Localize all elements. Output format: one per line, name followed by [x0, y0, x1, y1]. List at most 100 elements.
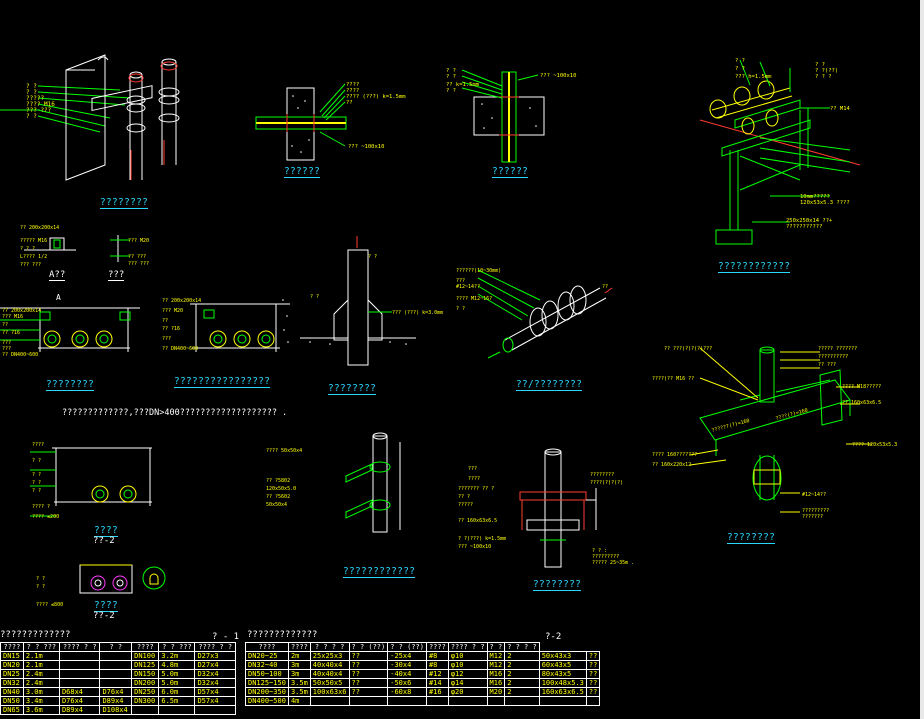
svg-text:??? ???: ??? ??? — [20, 262, 41, 268]
svg-text:????? 25~35m .: ????? 25~35m . — [592, 560, 634, 566]
caption-detail-a: A?? — [49, 270, 66, 281]
table-left-title: ????????????? — [0, 630, 71, 640]
svg-text:???? M18?????: ???? M18????? — [842, 384, 881, 390]
table-cell: ?? — [585, 651, 601, 661]
table-cell: 40x40x4 — [309, 669, 350, 679]
table-cell — [58, 678, 101, 688]
table-cell: D89x4 — [99, 696, 133, 706]
caption-base-support: ???????? — [727, 532, 776, 544]
svg-text:????(?)=160: ????(?)=160 — [775, 408, 809, 422]
svg-text:? ?: ? ? — [26, 89, 37, 96]
table-cell: DN125~150 — [245, 678, 289, 688]
table-cell: 2 — [504, 669, 540, 679]
table-cell: #8 — [425, 651, 449, 661]
table-cell: 60x43x5 — [538, 660, 587, 670]
svg-text:??: ?? — [2, 322, 8, 328]
wall-penetration-detail: ???????????? (???) k=1.5mm ????? ~100x10 — [255, 82, 406, 161]
svg-text:?? DN400~600: ?? DN400~600 — [2, 352, 38, 358]
caption-support-row-2: ???????????????? — [174, 376, 271, 388]
svg-text:? ?: ? ? — [32, 480, 41, 486]
svg-text:??? M20: ??? M20 — [162, 308, 183, 314]
table-cell: ?? — [585, 669, 601, 679]
caption-type-2: ???? — [94, 600, 119, 612]
table-cell — [309, 696, 350, 706]
table-cell: 100x48x5.3 — [538, 678, 587, 688]
table-header-cell: ???? — [425, 642, 449, 652]
table-cell: 3.6m — [22, 705, 60, 715]
svg-text:??? M20: ??? M20 — [128, 238, 149, 244]
svg-text:??? ~100x10: ??? ~100x10 — [540, 73, 576, 79]
table-cell: -50x6 — [387, 678, 427, 688]
table-cell: DN125 — [131, 660, 160, 670]
table-cell — [425, 696, 449, 706]
svg-text:?? 200x200x14: ?? 200x200x14 — [2, 308, 41, 314]
table-header-cell: ? ? ??? — [22, 642, 60, 652]
caption-floor-penetration: ?????? — [492, 166, 529, 178]
svg-text:???? ≤200: ???? ≤200 — [32, 514, 59, 520]
table-cell — [504, 696, 540, 706]
caption-insulation: ??/???????? — [516, 379, 583, 391]
table-cell: DN20~25 — [245, 651, 289, 661]
svg-text:??? ???: ??? ??? — [26, 107, 52, 114]
table-cell: DN50~100 — [245, 669, 289, 679]
svg-text:??? ~100x10: ??? ~100x10 — [348, 144, 384, 150]
table-cell: 160x63x6.5 — [538, 687, 587, 697]
table-left-tag: ? - 1 — [212, 632, 240, 642]
svg-text:???????: ??????? — [802, 514, 823, 520]
svg-text:? ? ?: ? ? ? — [20, 246, 35, 252]
type-2-support: ? ?? ????? ≤800 — [36, 564, 166, 608]
table-cell: -30x4 — [387, 660, 427, 670]
svg-text:? ?: ? ? — [26, 83, 37, 90]
caption-type-2-sub: ??-2 — [93, 611, 115, 621]
svg-text:? ?: ? ? — [368, 254, 377, 260]
insulated-pipe-3d: ??????(10~30mm)???#12~14?? ???? M12~16??… — [456, 268, 613, 359]
table-cell: DN25 — [0, 669, 24, 679]
table-header-cell: ???? ? ? — [58, 642, 101, 652]
svg-text:?? ???: ?? ??? — [128, 254, 146, 260]
table-cell: DN300 — [131, 696, 160, 706]
table-cell: DN400~500 — [245, 696, 289, 706]
table-cell: DN32 — [0, 678, 24, 688]
svg-text:? ?(??): ? ?(??) — [815, 68, 838, 74]
table-cell: 3m — [287, 660, 311, 670]
table-cell — [99, 678, 133, 688]
caption-green-support: ???????????? — [718, 261, 791, 273]
table-cell: 5.0m — [158, 678, 196, 688]
table-cell: D76x4 — [99, 687, 133, 697]
svg-text:??????????: ?????????? — [818, 354, 848, 360]
table-cell — [585, 696, 601, 706]
svg-text:???: ??? — [162, 336, 171, 342]
svg-text:250x250x14 ??+: 250x250x14 ??+ — [786, 218, 833, 224]
table-cell: DN200~350 — [245, 687, 289, 697]
svg-text:???: ??? — [2, 340, 11, 346]
type-1-support: ????? ?? ? ? ?? ????? ????? ≤200 — [30, 442, 152, 520]
svg-text:????: ???? — [468, 476, 480, 482]
table-cell — [58, 660, 101, 670]
svg-text:? ?: ? ? — [735, 58, 745, 64]
svg-text:??: ?? — [602, 284, 608, 290]
table-cell: 4m — [287, 696, 311, 706]
svg-text:????: ???? — [346, 82, 359, 88]
caption-wall-pipes: ???????? — [100, 197, 149, 209]
table-cell: DN100 — [131, 651, 160, 661]
svg-text:????: ???? — [346, 88, 359, 94]
svg-text:?? ?16: ?? ?16 — [2, 330, 20, 336]
svg-text:?? DN400~600: ?? DN400~600 — [162, 346, 198, 352]
table-header-cell: ? ? ??? — [158, 642, 196, 652]
table-cell: ?? — [585, 660, 601, 670]
table-cell: D57x4 — [194, 696, 236, 706]
svg-text:??? (???) k=3.0mm: ??? (???) k=3.0mm — [392, 310, 443, 316]
table-cell: D68x4 — [58, 687, 101, 697]
table-right-tag: ?-2 — [545, 632, 562, 642]
wall-mounted-pipes-detail: ? ?? ?????? ???? M16??? ???? ? — [0, 54, 180, 181]
svg-text:?? 160x63x6.5: ?? 160x63x6.5 — [842, 400, 881, 406]
table-cell: φ10 — [447, 651, 488, 661]
table-cell: 2.1m — [22, 651, 60, 661]
caption-support-row-1: ???????? — [46, 379, 95, 391]
table-cell: φ12 — [447, 669, 488, 679]
svg-text:? ?: ? ? — [815, 62, 825, 68]
svg-text:????(?? M16 ??: ????(?? M16 ?? — [652, 376, 694, 382]
